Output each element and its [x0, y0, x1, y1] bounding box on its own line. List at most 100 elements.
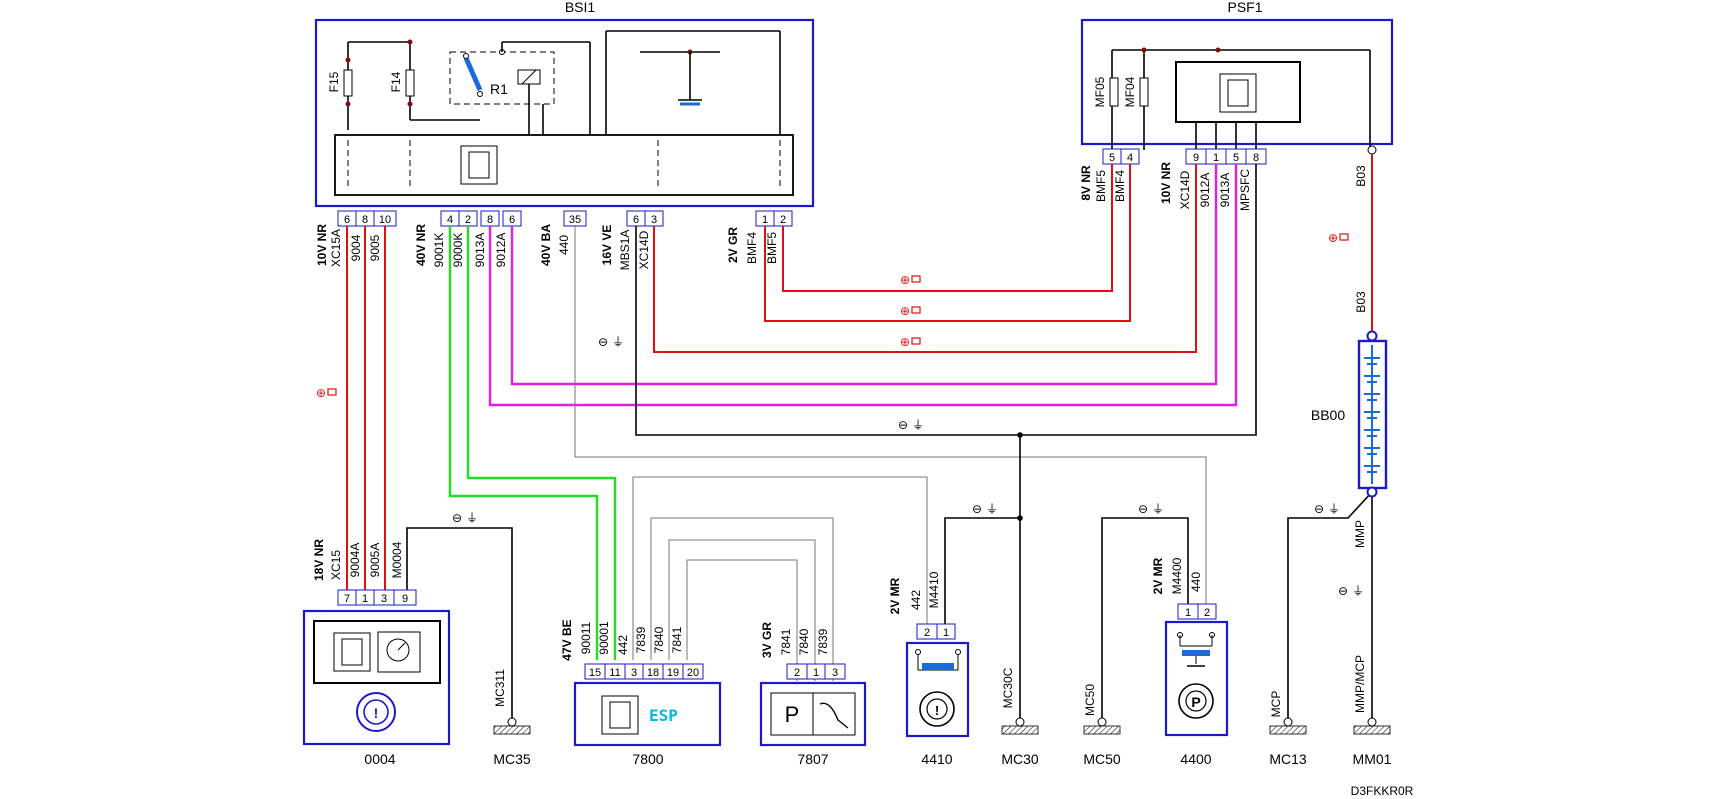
psf-internal-circuit: MF05 MF04: [1093, 47, 1371, 150]
bsi-wire-labels: 10V NR XC15A 9004 9005 40V NR 9001K 9000…: [315, 224, 779, 271]
psf-pin-row: 5 4 9 1 5 8: [1102, 148, 1267, 165]
mcp-label: MCP: [1269, 691, 1283, 718]
psf-pin: 1: [1213, 152, 1219, 164]
ground-hatch-icon: [1083, 725, 1121, 735]
wire-mbs1a: [635, 164, 1257, 436]
wire-label: 9005A: [368, 543, 382, 578]
wire-440: [574, 226, 1207, 605]
c4400-conn-label: 2V MR: [1151, 557, 1165, 594]
wire-label: XC15A: [329, 229, 343, 267]
psf-b03-terminal: [1367, 145, 1377, 155]
polarity-markers: ⊕ ⊕ ⊕ ⊕ ⊕ ⊖ ⏚ ⊖ ⏚ ⊖ ⏚ ⊖ ⏚ ⊖ ⏚ ⊖ ⏚ ⊖ ⏚: [316, 231, 1364, 598]
minus-symbol-icon: ⊖: [972, 502, 982, 516]
c7807-label: 7807: [797, 751, 828, 767]
psf-pin: 8: [1253, 152, 1259, 164]
bsi-b-conn-label: 40V NR: [414, 224, 428, 266]
bsi-ecu-block: [334, 134, 794, 196]
c0004-conn-label: 18V NR: [312, 539, 326, 581]
f14-label: F14: [389, 71, 403, 92]
c7800-pin: 11: [609, 667, 620, 679]
wire-label: 440: [1189, 572, 1203, 592]
wire-bmf4: [764, 164, 1131, 322]
bsi-pin: 10: [379, 214, 391, 226]
mc35-label: MC35: [493, 751, 531, 767]
psf-pin: 5: [1109, 152, 1115, 164]
wire-label: 7839: [634, 626, 648, 653]
switch-contact-icon: [922, 663, 954, 670]
mc30-label: MC30: [1001, 751, 1039, 767]
ground-hatch-icon: [1269, 725, 1307, 735]
psf-pin: 4: [1127, 152, 1133, 164]
c4410-pin: 2: [924, 627, 930, 639]
ground-hatch-icon: [1001, 725, 1039, 735]
wire-7840: [668, 539, 816, 681]
c7807-frame: [759, 681, 867, 747]
psf-wire-labels: 8V NR BMF5 BMF4 10V NR XC14D 9012A 9013A…: [1079, 162, 1368, 313]
bsi-pin: 3: [651, 214, 657, 226]
wire-label: 9004A: [348, 543, 362, 578]
c4410-label: 4410: [921, 751, 952, 767]
bsi-a-conn-label: 10V NR: [315, 224, 329, 266]
c0004-label: 0004: [364, 751, 395, 767]
c7807-pin: 3: [832, 667, 838, 679]
battery-mini-icon: [911, 275, 921, 283]
fuse-f15-icon: [343, 69, 353, 97]
minus-symbol-icon: ⊖: [1138, 502, 1148, 516]
psf-b-conn-label: 10V NR: [1159, 162, 1173, 204]
mf05-label: MF05: [1093, 76, 1107, 107]
c0004-pin: 3: [381, 593, 387, 605]
wire-label: XC14D: [1178, 170, 1192, 209]
parking-brake-icon: [1178, 683, 1214, 719]
wire-m4400: [1101, 517, 1189, 722]
mc50-wire-label: MC50: [1083, 684, 1097, 716]
parking-brake-warning-icon: [356, 692, 396, 732]
wire-label: 7839: [816, 628, 830, 655]
c7800-frame: [573, 681, 722, 747]
wire-label: M4400: [1170, 557, 1184, 594]
plus-symbol-icon: ⊕: [316, 386, 326, 400]
battery-label: BB00: [1311, 407, 1345, 423]
wire-m4410: [944, 517, 1020, 624]
bsi-pin: 8: [487, 214, 493, 226]
c4400-pin: 2: [1204, 607, 1210, 619]
svg-text:⏚: ⏚: [1152, 502, 1164, 516]
minus-symbol-icon: ⊖: [1338, 584, 1348, 598]
wire-7841: [686, 559, 798, 681]
c7800-pin: 18: [647, 667, 659, 679]
battery-mini-icon: [1339, 233, 1349, 241]
c0004-pin: 7: [344, 593, 350, 605]
ground-hatch-icon: [1353, 725, 1391, 735]
c7807-pin: 1: [813, 667, 819, 679]
wire-bmf5: [782, 164, 1113, 292]
wire-label: 9005: [368, 234, 382, 261]
c7807-conn-label: 3V GR: [760, 622, 774, 658]
wire-label: 7840: [652, 626, 666, 653]
bsi-pin: 8: [362, 214, 368, 226]
component-7807: 3V GR 7841 7840 7839 2 1 3 P 7807: [759, 622, 867, 767]
wire-label: XC14D: [637, 230, 651, 269]
psf-frame: [1080, 18, 1394, 146]
c0004-pin: 1: [362, 593, 368, 605]
mc311-label: MC311: [493, 669, 507, 707]
svg-text:!: !: [374, 705, 379, 721]
r1-label: R1: [490, 81, 508, 97]
bsi-pin: 2: [780, 214, 786, 226]
battery-mini-icon: [911, 306, 921, 314]
b03-bottom-label: B03: [1354, 291, 1368, 313]
psf-pin: 9: [1193, 152, 1199, 164]
battery-mini-icon: [327, 388, 337, 396]
plus-symbol-icon: ⊕: [1328, 231, 1338, 245]
wire-label: M4410: [927, 571, 941, 608]
wire-label: 9013A: [1218, 173, 1232, 208]
bsi-c-conn-label: 40V BA: [539, 224, 553, 266]
psf-pin: 5: [1233, 152, 1239, 164]
c7807-pin: 2: [794, 667, 800, 679]
bsi-pin: 2: [465, 214, 471, 226]
esp-label: ESP: [649, 706, 678, 725]
wire-label: 9000K: [451, 233, 465, 268]
wire-label: MBS1A: [618, 230, 632, 271]
svg-text:⏚: ⏚: [612, 335, 624, 349]
wire-label: 90011: [579, 621, 593, 654]
psf-title: PSF1: [1227, 0, 1262, 15]
